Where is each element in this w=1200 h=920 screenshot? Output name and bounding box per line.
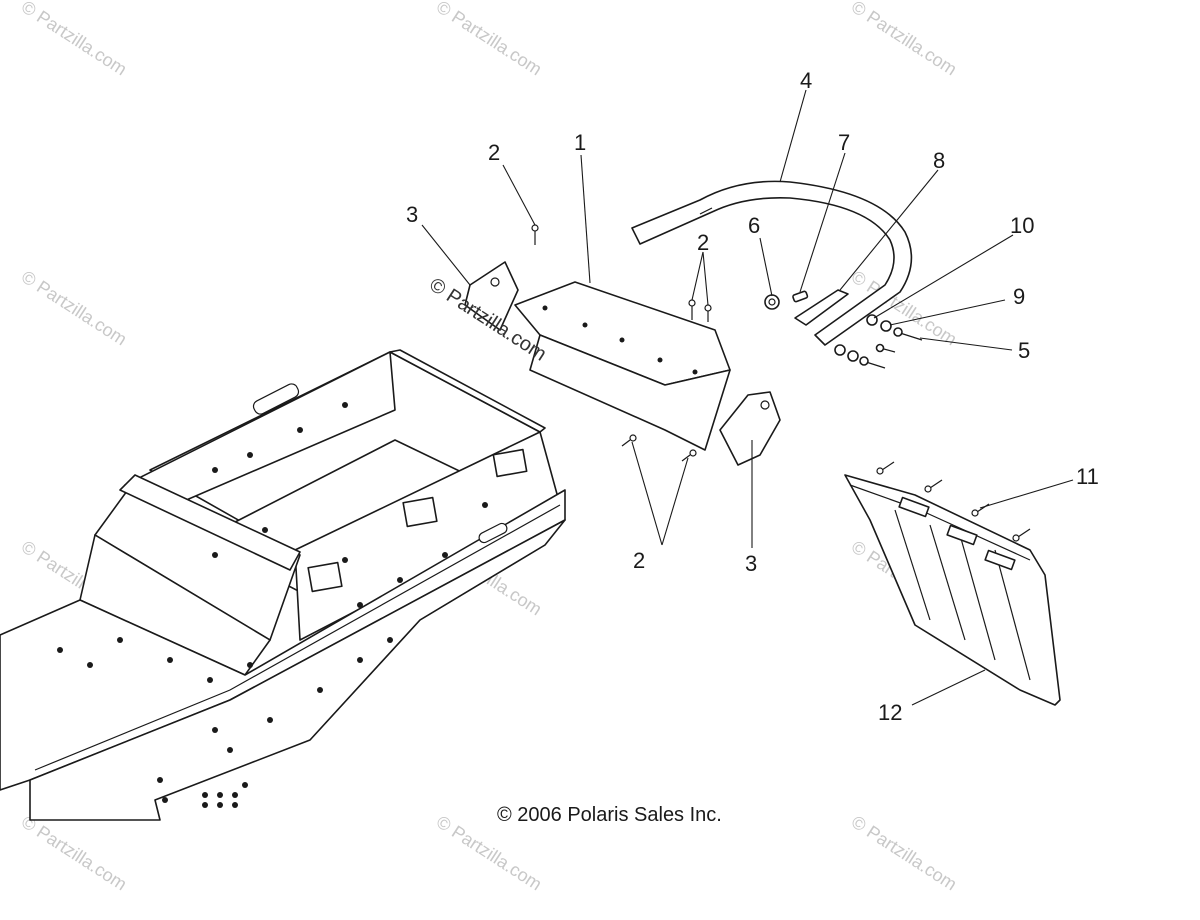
callout-5: 5 <box>1018 338 1030 363</box>
watermark-tile: © Partzilla.com <box>848 812 961 895</box>
part-5-9-10-fasteners <box>834 314 923 369</box>
callout-10: 10 <box>1010 213 1034 238</box>
callout-1: 1 <box>574 130 586 155</box>
callout-3-left: 3 <box>406 202 418 227</box>
callout-11: 11 <box>1076 464 1099 489</box>
part-12-snow-flap <box>844 474 1061 706</box>
part-1-rack-panel <box>514 281 731 451</box>
watermark-tile: © Partzilla.com <box>848 0 961 79</box>
callout-6: 6 <box>748 213 760 238</box>
chassis-holes <box>57 402 488 808</box>
callout-9: 9 <box>1013 284 1025 309</box>
copyright-notice: © 2006 Polaris Sales Inc. <box>497 804 722 826</box>
leader-lines <box>421 89 1074 706</box>
part-3-bracket-right <box>719 391 781 466</box>
callout-labels: 1 2 2 2 3 3 4 5 6 7 8 9 10 11 12 <box>406 68 1099 725</box>
watermark-tile: © Partzilla.com <box>18 812 131 895</box>
part-4-grab-bar <box>631 180 913 346</box>
callout-7: 7 <box>838 130 850 155</box>
watermark-tile: © Partzilla.com <box>18 267 131 350</box>
part-3-bracket-left <box>464 261 519 331</box>
callout-2-bottom: 2 <box>633 548 645 573</box>
part-6-nut <box>764 294 780 310</box>
callout-2-right: 2 <box>697 230 709 255</box>
watermark-tile: © Partzilla.com <box>18 0 131 79</box>
callout-8: 8 <box>933 148 945 173</box>
callout-12: 12 <box>878 700 902 725</box>
watermark-tile: © Partzilla.com <box>433 0 546 79</box>
callout-3-right: 3 <box>745 551 757 576</box>
callout-2-top: 2 <box>488 140 500 165</box>
chassis-tunnel <box>0 349 566 821</box>
callout-4: 4 <box>800 68 812 93</box>
part-7-8-hardware <box>792 289 849 326</box>
